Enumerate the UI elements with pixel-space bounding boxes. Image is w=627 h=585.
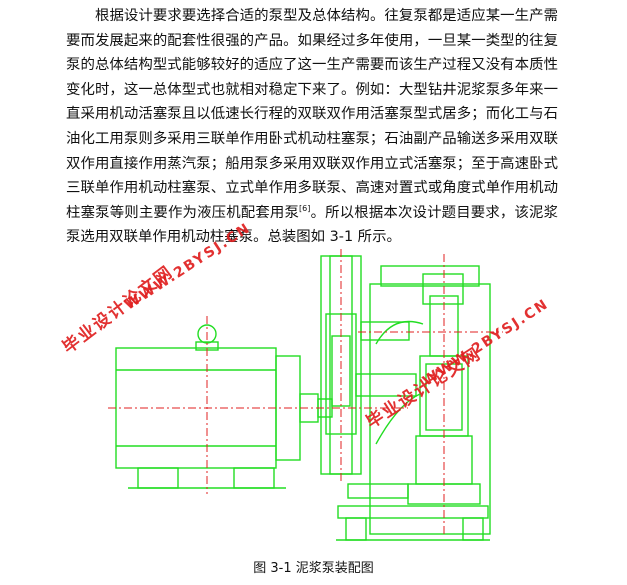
figure-caption: 图 3-1 泥浆泵装配图: [253, 561, 374, 576]
pump-base: [337, 505, 489, 519]
citation-ref: [6]: [299, 203, 311, 213]
paragraph-text: 根据设计要求要选择合适的泵型及总体结构。往复泵都是适应某一生产需要而发展起来的配…: [66, 8, 558, 221]
pump-assembly-drawing: [108, 249, 503, 541]
drawing-lines: [115, 255, 491, 541]
paragraph-tail: 。所以根据本次设计题目要求，该泥浆泵选用双联单作用机动柱塞泵。总装图如 3-1 …: [66, 204, 558, 246]
body-paragraph: 根据设计要求要选择合适的泵型及总体结构。往复泵都是适应某一生产需要而发展起来的配…: [66, 4, 558, 250]
center-lines: [108, 249, 503, 534]
pump-frame: [369, 283, 491, 535]
